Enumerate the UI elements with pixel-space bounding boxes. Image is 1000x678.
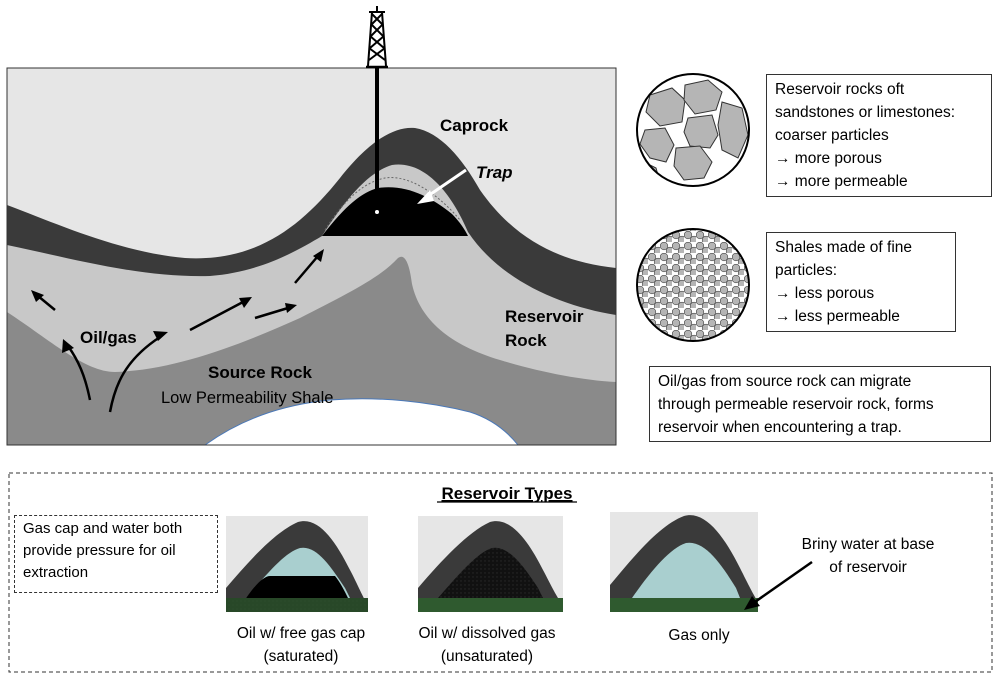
note-line: extraction	[23, 564, 89, 581]
migration-arrow	[189, 300, 244, 332]
trap-label: Trap	[476, 163, 513, 182]
info-line: coarser particles	[775, 127, 889, 144]
thumbnail-free-gas-cap	[226, 516, 368, 612]
info-line: Shales made of fine	[775, 239, 913, 256]
reservoir-rock-label-line2: Rock	[505, 331, 547, 350]
reservoir-rocks-info-box: Reservoir rocks oft sandstones or limest…	[766, 74, 992, 197]
info-line: → less porous	[775, 285, 875, 302]
info-line: particles:	[775, 262, 838, 279]
brine-label-line1: Briny water at base	[802, 536, 935, 553]
caption-gas-only: Gas only	[668, 627, 729, 644]
low-permeability-shale-label: Low Permeability Shale	[161, 389, 333, 407]
migration-arrow	[254, 306, 289, 320]
drilling-rig-icon	[366, 6, 388, 212]
water-zone	[418, 598, 563, 612]
fine-grain-circle	[636, 228, 750, 342]
info-line: Oil/gas from source rock can migrate	[658, 373, 912, 390]
basement-rock	[204, 398, 519, 445]
caption-free-gas-line2: (saturated)	[264, 648, 339, 665]
info-line: → more permeable	[775, 173, 908, 190]
migration-arrow	[294, 255, 319, 284]
migration-arrow	[108, 335, 161, 413]
brine-arrow	[744, 560, 813, 610]
oil-gas-label: Oil/gas	[80, 328, 137, 347]
reservoir-rock-label-line1: Reservoir	[505, 307, 584, 326]
migration-arrowheads	[31, 249, 324, 353]
info-line: through permeable reservoir rock, forms	[658, 396, 934, 413]
caprock-label: Caprock	[440, 116, 509, 135]
caption-dissolved-gas-line1: Oil w/ dissolved gas	[419, 625, 556, 642]
oil-zone	[246, 576, 348, 598]
oil-zone	[438, 547, 543, 598]
source-rock-label: Source Rock	[208, 363, 312, 382]
info-line: sandstones or limestones:	[775, 104, 956, 121]
trap-arrow	[417, 168, 467, 204]
thumbnail-gas-only	[610, 512, 758, 612]
migration-arrow	[37, 295, 56, 311]
shales-info-box: Shales made of fine particles: → less po…	[766, 232, 956, 332]
migration-arrows	[37, 255, 319, 413]
note-line: provide pressure for oil	[23, 542, 176, 559]
note-line: Gas cap and water both	[23, 520, 183, 537]
water-zone	[610, 598, 758, 612]
caption-dissolved-gas-line2: (unsaturated)	[441, 648, 533, 665]
trap-oil-accumulation	[322, 187, 468, 236]
coarse-grain-circle	[636, 73, 750, 187]
source-rock-layer	[7, 256, 616, 445]
cross-section: Caprock Trap Oil/gas Reservoir Rock Sour…	[6, 6, 617, 446]
reservoir-types-title: Reservoir Types	[441, 484, 572, 503]
info-line: Reservoir rocks oft	[775, 81, 905, 98]
brine-label-line2: of reservoir	[829, 559, 907, 576]
thumbnail-dissolved-gas	[418, 516, 563, 612]
reservoir-types-panel	[8, 472, 993, 673]
info-line: → less permeable	[775, 308, 900, 325]
migration-info-box: Oil/gas from source rock can migrate thr…	[649, 366, 991, 442]
migration-arrow	[66, 345, 92, 401]
pressure-note-box: Gas cap and water both provide pressure …	[14, 515, 218, 593]
info-line: reservoir when encountering a trap.	[658, 419, 902, 436]
gas-zone	[632, 542, 740, 598]
info-line: → more porous	[775, 150, 882, 167]
caption-free-gas-line1: Oil w/ free gas cap	[237, 625, 365, 642]
